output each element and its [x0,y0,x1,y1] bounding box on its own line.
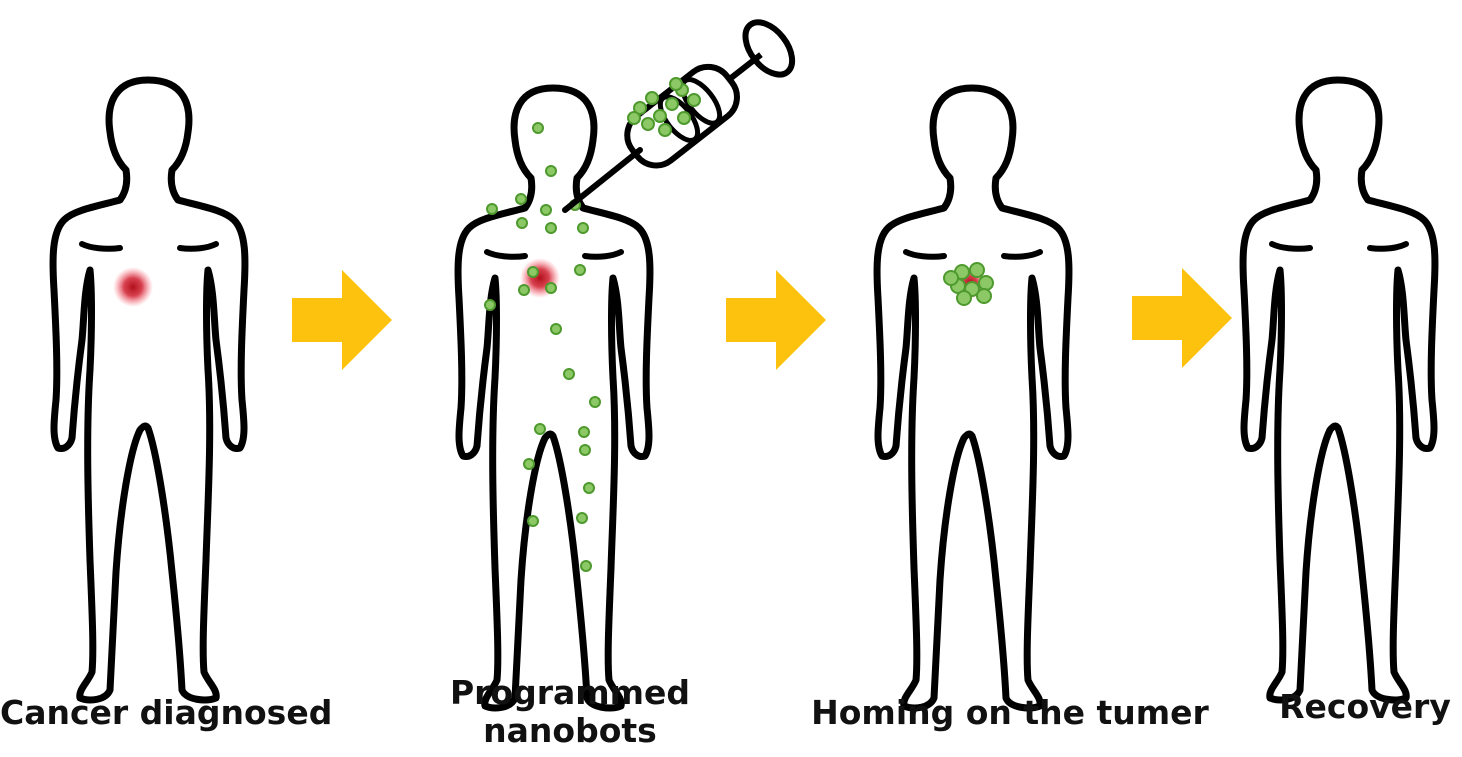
nanobot-icon [519,285,529,295]
nanobot-icon [528,516,538,526]
nanobot-icon [957,291,971,305]
nanobot-icon [533,123,543,133]
figure-recovery [1243,80,1435,700]
nanobot-icon [546,166,556,176]
nanobot-icon [517,218,527,228]
nanobot-icon [944,271,958,285]
nanobot-icon [487,204,497,214]
nanobot-icon [670,78,682,90]
nanobot-icon [654,110,666,122]
step-label-line-1: Programmed [450,673,690,712]
nanobot-icon [659,124,671,136]
figure-programmed-nanobots [458,14,801,708]
nanobot-icon [535,424,545,434]
nanobot-icon [977,289,991,303]
nanobot-icon [546,283,556,293]
nanobot-icon [528,267,538,277]
nanobot-icon [579,427,589,437]
tumor-icon [113,267,153,307]
arrow-right-icon [1132,268,1232,368]
nanobot-icon [646,92,658,104]
nanobot-icon [580,445,590,455]
step-label-line-2: nanobots [483,711,657,750]
nanobot-icon [516,194,526,204]
nanobot-icon [551,324,561,334]
human-figure-icon [1243,80,1435,700]
nanobot-icon [666,98,678,110]
arrow-right-icon [726,270,826,370]
human-figure-icon [53,80,245,700]
nanobot-icon [642,118,654,130]
nanobot-icon [485,300,495,310]
figure-cancer-diagnosed [53,80,245,700]
human-figure-icon [458,88,650,708]
nanobot-icon [590,397,600,407]
nanobot-icon [584,483,594,493]
nanobot-icon [577,513,587,523]
step-label-homing-on-tumor: Homing on the tumer [800,694,1220,732]
step-label-cancer-diagnosed: Cancer diagnosed [0,694,330,732]
nanobot-icon [524,459,534,469]
nanobot-group [485,123,600,571]
nanobot-icon [628,112,640,124]
nanobot-icon [970,263,984,277]
human-figure-icon [877,88,1069,708]
nanobot-icon [979,276,993,290]
syringe-icon [565,14,801,210]
nanobot-icon [564,369,574,379]
figure-homing-on-tumor [877,88,1069,708]
nanobot-icon [688,94,700,106]
nanobot-icon [678,112,690,124]
nanobot-icon [578,223,588,233]
step-label-recovery: Recovery [1270,688,1460,726]
arrow-right-icon [292,270,392,370]
nanobot-icon [541,205,551,215]
nanobot-cluster [944,263,993,305]
nanobot-icon [546,223,556,233]
nanobot-icon [581,561,591,571]
nanobot-icon [575,265,585,275]
step-label-programmed-nanobots: Programmed nanobots [420,674,720,750]
